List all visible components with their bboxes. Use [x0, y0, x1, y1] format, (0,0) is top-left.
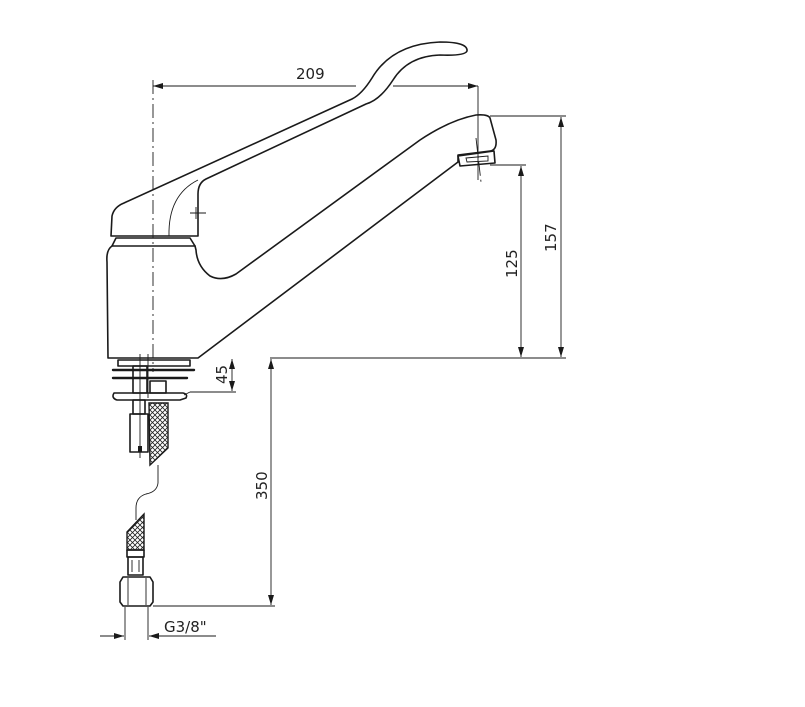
faucet-body [106, 114, 497, 359]
aerator [457, 150, 496, 167]
mounting-hardware [111, 354, 196, 467]
dim-hose-length-label: 350 [253, 471, 271, 500]
dim-spout-height-label: 125 [503, 249, 521, 278]
flex-hose [119, 465, 159, 607]
dim-reach-label: 209 [296, 65, 325, 83]
aerator-axis [475, 137, 482, 183]
cap-ring [111, 237, 196, 247]
dim-mount-depth-label: 45 [213, 365, 231, 384]
lever-inner-curve [168, 179, 199, 237]
dim-thread-label: G3/8" [164, 618, 207, 636]
pivot-mark [190, 207, 206, 219]
lever-handle [110, 41, 468, 237]
dim-total-height-label: 157 [542, 223, 560, 252]
aerator-inner [465, 155, 489, 163]
